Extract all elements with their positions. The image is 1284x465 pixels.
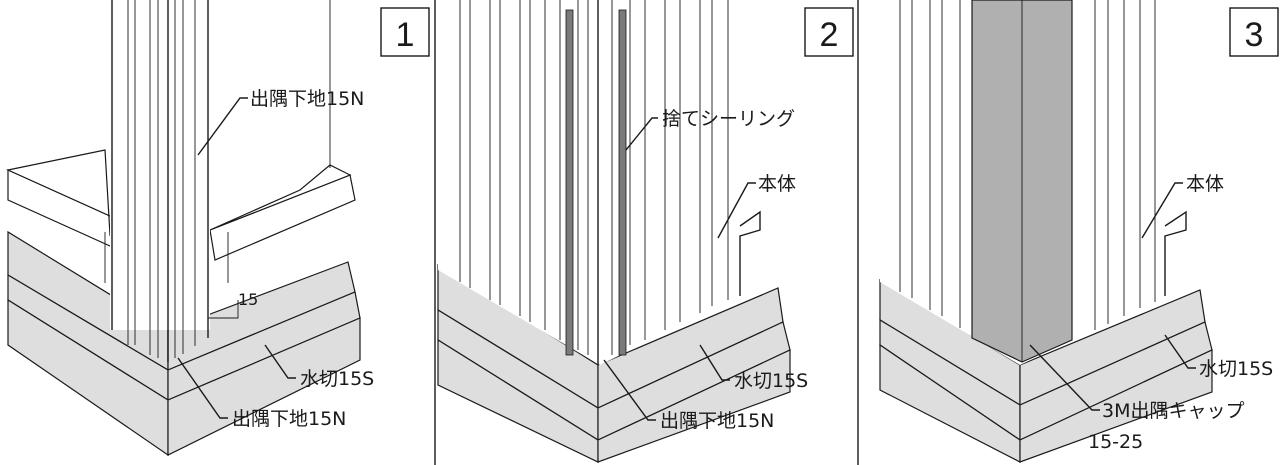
panel-3: 3 本体 水切15S 3M出隅キャップ <box>879 0 1279 463</box>
panel-number-box <box>380 7 430 57</box>
label-body: 本体 <box>1186 173 1224 195</box>
sealant-strip <box>618 9 627 356</box>
label-flashing: 水切15S <box>1199 358 1273 380</box>
siding-body <box>438 0 740 365</box>
label-corner-cap-size: 15-25 <box>1088 431 1143 453</box>
label-body: 本体 <box>758 173 796 195</box>
label-dimension-15: 15 <box>238 290 258 309</box>
label-flashing: 水切15S <box>300 368 374 390</box>
panel-number-box <box>1229 7 1279 57</box>
label-sealing: 捨てシーリング <box>662 108 795 130</box>
panel-number: 1 <box>396 16 415 54</box>
label-corner-base-top: 出隅下地15N <box>250 88 364 110</box>
panel-2: 2 <box>437 0 854 463</box>
panel-number-box <box>804 7 854 57</box>
sealant-strip <box>565 9 574 356</box>
panel-number: 2 <box>820 16 839 54</box>
panel-number: 3 <box>1245 16 1264 54</box>
corner-strip <box>110 0 210 362</box>
flashing-15s <box>1019 349 1213 463</box>
siding-ribs <box>899 0 1156 330</box>
right-wall-board <box>209 174 356 261</box>
label-corner-base: 出隅下地15N <box>660 410 774 432</box>
label-flashing: 水切15S <box>734 370 808 392</box>
flashing-15s <box>167 317 361 456</box>
label-corner-cap: 3M出隅キャップ <box>1102 400 1244 422</box>
label-corner-base-bottom: 出隅下地15N <box>232 408 346 430</box>
siding-ribs <box>459 0 729 355</box>
panel-1: 1 出隅下地15N <box>6 0 430 457</box>
